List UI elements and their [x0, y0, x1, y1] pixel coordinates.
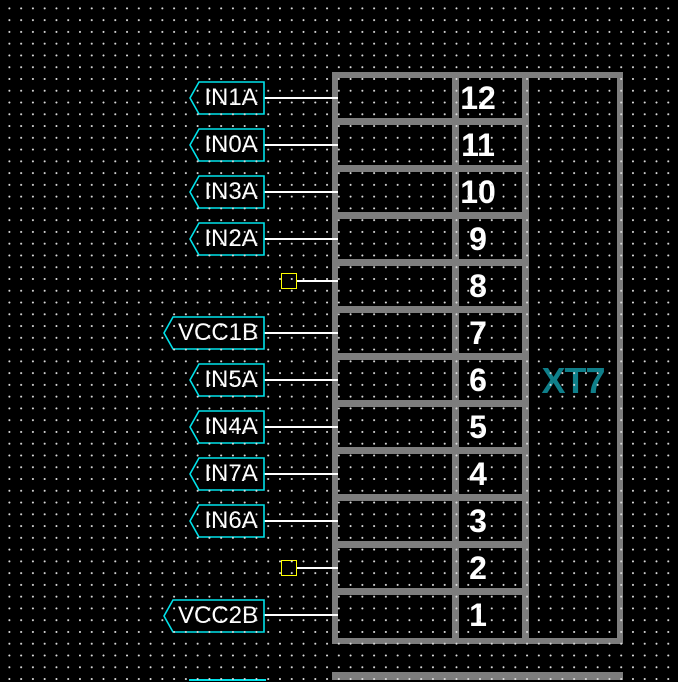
pin-number-3: 3: [469, 503, 487, 539]
net-flag-in5a[interactable]: IN5A: [189, 363, 265, 397]
net-flag-in7a[interactable]: IN7A: [189, 457, 265, 491]
wire-pin12[interactable]: [264, 97, 338, 99]
net-flag-in3a[interactable]: IN3A: [189, 175, 265, 209]
pin-number-1: 1: [469, 597, 487, 633]
net-flag-in6a[interactable]: IN6A: [189, 504, 265, 538]
pin-row-divider: [338, 400, 529, 407]
wire-pin11[interactable]: [264, 144, 338, 146]
pin-row-divider: [338, 212, 529, 219]
net-flag-in2a[interactable]: IN2A: [189, 222, 265, 256]
pin-number-9: 9: [469, 221, 487, 257]
pin-number-5: 5: [469, 409, 487, 445]
no-connect-square-pin2[interactable]: [281, 560, 297, 576]
pin-number-6: 6: [469, 362, 487, 398]
net-label: IN7A: [204, 460, 258, 487]
pin-row-divider: [338, 306, 529, 313]
pin-number-10: 10: [460, 174, 496, 210]
pin-number-4: 4: [469, 456, 487, 492]
wire-pin10[interactable]: [264, 191, 338, 193]
net-flag-in0a[interactable]: IN0A: [189, 128, 265, 162]
pin-row-divider: [338, 353, 529, 360]
no-connect-square-pin8[interactable]: [281, 273, 297, 289]
pin-row-divider: [338, 588, 529, 595]
net-label: IN4A: [204, 413, 258, 440]
next-connector-top-edge[interactable]: [332, 672, 623, 680]
net-label: IN6A: [204, 507, 258, 534]
pin-row-divider: [338, 541, 529, 548]
net-flag-vcc1b[interactable]: VCC1B: [163, 316, 265, 350]
net-label: IN0A: [204, 131, 258, 158]
wire-pin1[interactable]: [264, 614, 338, 616]
pin-row-divider: [338, 165, 529, 172]
wire-pin9[interactable]: [264, 238, 338, 240]
pin-number-2: 2: [469, 550, 487, 586]
pin-row-divider: [338, 494, 529, 501]
wire-pin4[interactable]: [264, 473, 338, 475]
net-label: IN3A: [204, 178, 258, 205]
wire-pin6[interactable]: [264, 379, 338, 381]
wire-pin3[interactable]: [264, 520, 338, 522]
net-label: VCC1B: [177, 319, 259, 346]
next-net-flag-edge: [189, 679, 266, 681]
pin-row-divider: [338, 447, 529, 454]
wire-pin8[interactable]: [297, 280, 338, 282]
net-flag-vcc2b[interactable]: VCC2B: [163, 599, 265, 633]
pin-row-divider: [338, 118, 529, 125]
net-label: IN2A: [204, 225, 258, 252]
pin-number-8: 8: [469, 268, 487, 304]
net-flag-in4a[interactable]: IN4A: [189, 410, 265, 444]
wire-pin7[interactable]: [264, 332, 338, 334]
net-label: IN1A: [204, 84, 258, 111]
net-flag-in1a[interactable]: IN1A: [189, 81, 265, 115]
pin-number-12: 12: [460, 80, 496, 116]
pin-number-7: 7: [469, 315, 487, 351]
wire-pin5[interactable]: [264, 426, 338, 428]
net-label: IN5A: [204, 366, 258, 393]
refdes-label[interactable]: XT7: [541, 360, 605, 401]
pin-number-11: 11: [461, 127, 495, 163]
wire-pin2[interactable]: [297, 567, 338, 569]
pin-row-divider: [338, 259, 529, 266]
net-label: VCC2B: [177, 602, 259, 629]
